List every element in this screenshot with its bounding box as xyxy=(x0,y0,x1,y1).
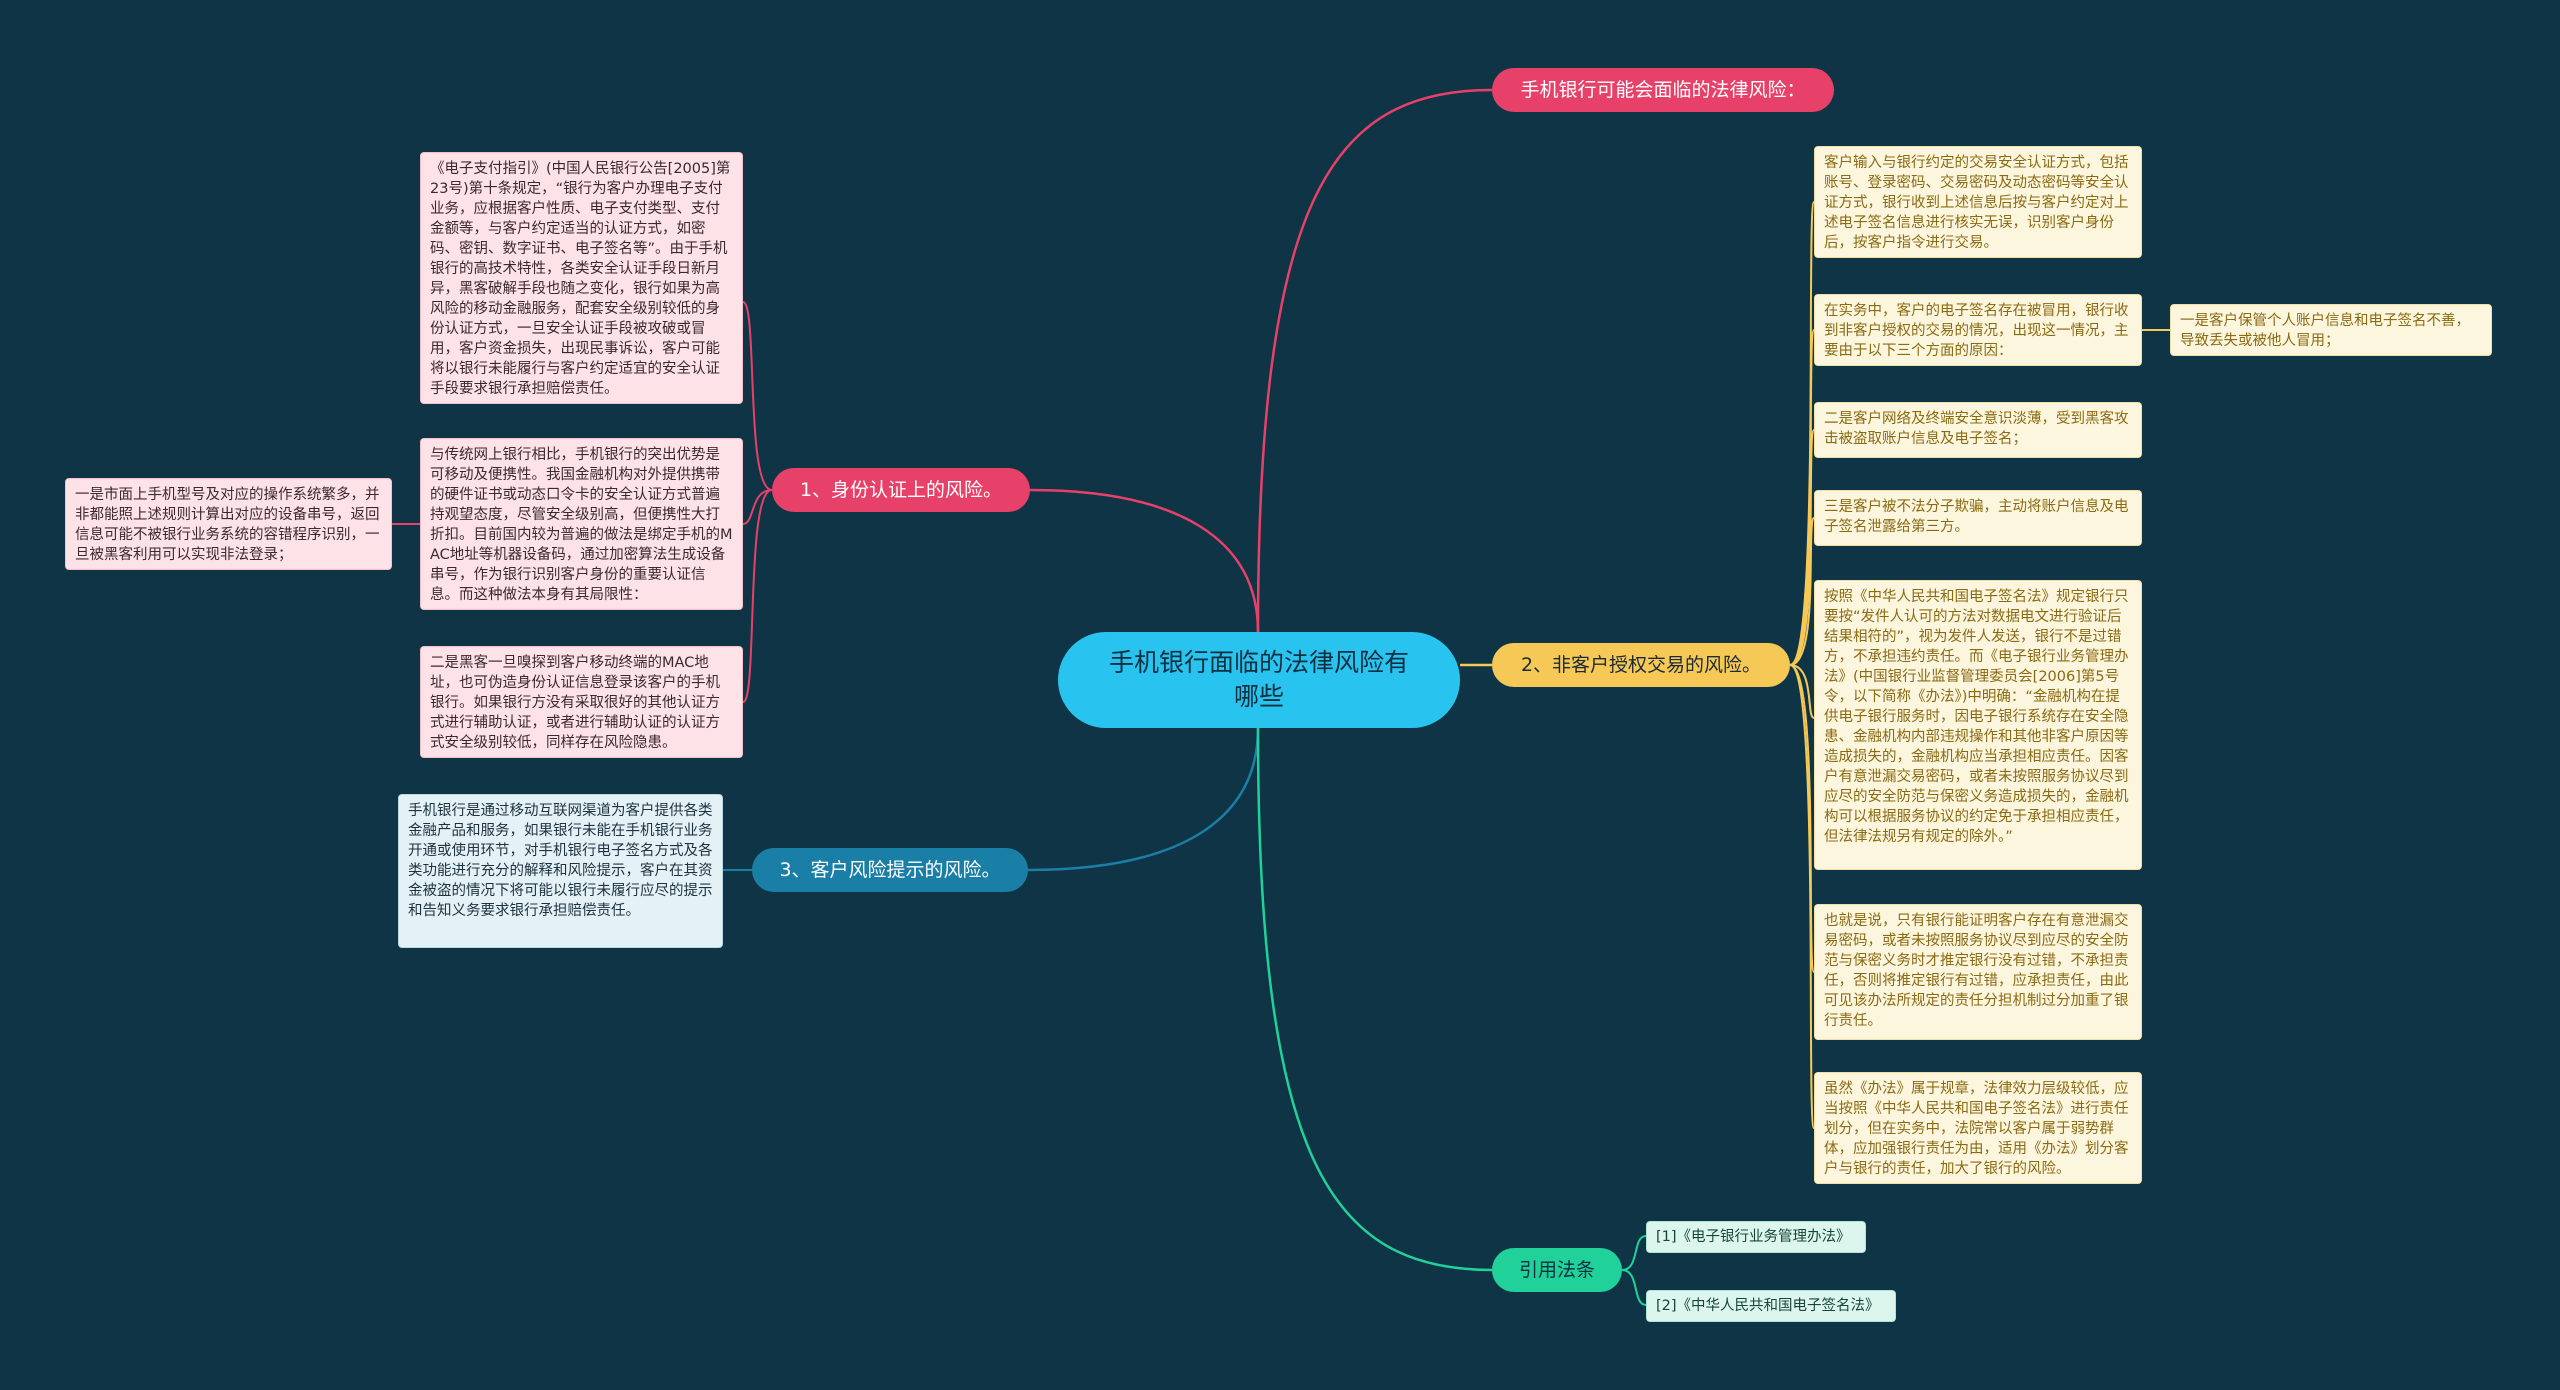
leaf-signature-misuse[interactable]: 在实务中，客户的电子签名存在被冒用，银行收到非客户授权的交易的情况，出现这一情况… xyxy=(1814,294,2142,366)
link-center-branch3 xyxy=(1027,727,1260,872)
leaf-auth-process[interactable]: 客户输入与银行约定的交易安全认证方式，包括账号、登录密码、交易密码及动态密码等安… xyxy=(1814,146,2142,258)
link-b2-leaf6 xyxy=(1789,664,1815,973)
branch-cited-laws[interactable]: 引用法条 xyxy=(1492,1248,1622,1292)
link-b2-leaf4 xyxy=(1789,517,1815,666)
link-center-branch1 xyxy=(1029,488,1260,633)
leaf-fraud-disclosure[interactable]: 三是客户被不法分子欺骗，主动将账户信息及电子签名泄露给第三方。 xyxy=(1814,490,2142,546)
link-b4-leaf1 xyxy=(1621,1235,1647,1271)
link-b4-leaf2 xyxy=(1621,1269,1647,1306)
leaf-citation-2[interactable]: [2]《中华人民共和国电子签名法》 xyxy=(1646,1290,1896,1322)
leaf-device-models[interactable]: 一是市面上手机型号及对应的操作系统繁多，并非都能照上述规则计算出对应的设备串号，… xyxy=(65,478,392,570)
leaf-notice-obligation[interactable]: 手机银行是通过移动互联网渠道为客户提供各类金融产品和服务，如果银行未能在手机银行… xyxy=(398,794,723,948)
branch-risk-notice-risk[interactable]: 3、客户风险提示的风险。 xyxy=(752,848,1028,892)
link-b1-leaf3 xyxy=(742,489,773,703)
link-b1-leaf1 xyxy=(742,301,773,491)
leaf-citation-1[interactable]: [1]《电子银行业务管理办法》 xyxy=(1646,1221,1866,1253)
leaf-mobile-portability[interactable]: 与传统网上银行相比，手机银行的突出优势是可移动及便携性。我国金融机构对外提供携带… xyxy=(420,438,743,610)
leaf-e-payment-guideline[interactable]: 《电子支付指引》(中国人民银行公告[2005]第23号)第十条规定，“银行为客户… xyxy=(420,152,743,404)
leaf-mac-spoofing[interactable]: 二是黑客一旦嗅探到客户移动终端的MAC地址，也可伪造身份认证信息登录该客户的手机… xyxy=(420,646,743,758)
central-topic[interactable]: 手机银行面临的法律风险有哪些 xyxy=(1058,632,1460,728)
link-b1-leaf2 xyxy=(742,489,773,525)
leaf-burden-of-proof[interactable]: 也就是说，只有银行能证明客户存在有意泄漏交易密码，或者未按照服务协议尽到应尽的安… xyxy=(1814,904,2142,1040)
link-center-top xyxy=(1256,88,1493,633)
link-b2-leaf5 xyxy=(1789,664,1815,719)
leaf-signature-law[interactable]: 按照《中华人民共和国电子签名法》规定银行只要按“发件人认可的方法对数据电文进行验… xyxy=(1814,580,2142,870)
branch-unauthorized-transaction-risk[interactable]: 2、非客户授权交易的风险。 xyxy=(1492,643,1790,687)
link-center-branch4 xyxy=(1256,727,1493,1272)
branch-identity-auth-risk[interactable]: 1、身份认证上的风险。 xyxy=(772,468,1030,512)
leaf-poor-custody[interactable]: 一是客户保管个人账户信息和电子签名不善，导致丢失或被他人冒用； xyxy=(2170,304,2492,356)
link-b2-leaf7 xyxy=(1789,664,1815,1129)
branch-legal-risks-heading[interactable]: 手机银行可能会面临的法律风险： xyxy=(1492,68,1834,112)
leaf-weak-security-awareness[interactable]: 二是客户网络及终端安全意识淡薄，受到黑客攻击被盗取账户信息及电子签名； xyxy=(1814,402,2142,458)
leaf-court-practice[interactable]: 虽然《办法》属于规章，法律效力层级较低，应当按照《中华人民共和国电子签名法》进行… xyxy=(1814,1072,2142,1184)
